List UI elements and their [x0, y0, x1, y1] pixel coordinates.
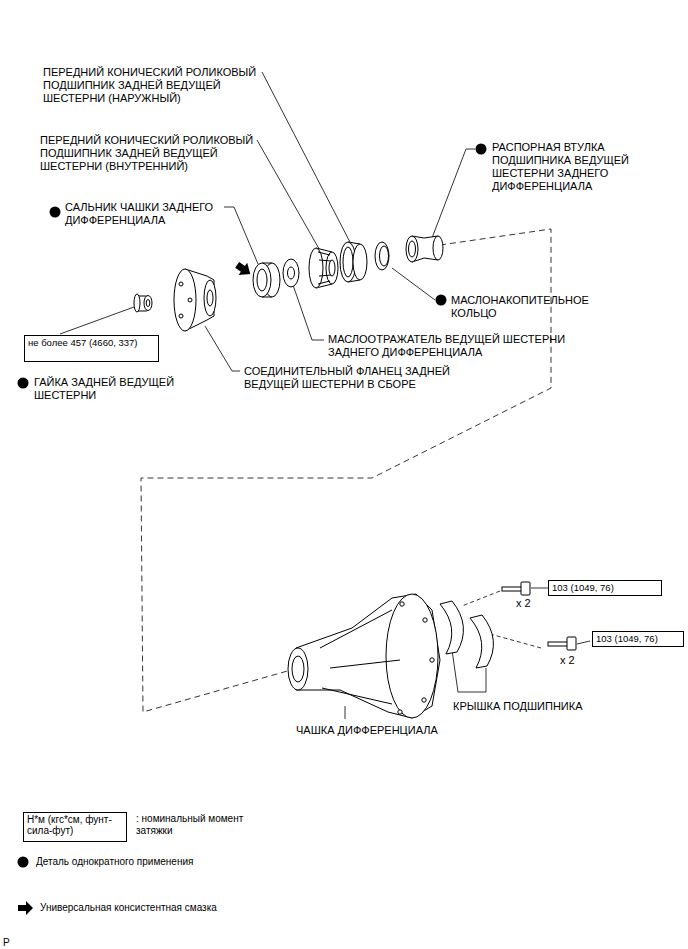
outer-bearing-race — [340, 242, 367, 282]
box-text: не более 457 (4660, 337) — [28, 337, 155, 348]
drawing-part — [18, 378, 29, 389]
drawing-part — [204, 280, 216, 316]
drawing-part — [440, 601, 463, 654]
part-label: РАСПОРНАЯ ВТУЛКА ПОДШИПНИКА ВЕДУЩЕЙ ШЕСТ… — [492, 141, 642, 193]
drawing-part — [309, 248, 323, 288]
drawing-part — [423, 618, 427, 622]
drawing-part — [292, 282, 324, 340]
drawing-part — [380, 246, 389, 266]
drawing-part — [18, 857, 29, 868]
drawing-part — [179, 282, 183, 286]
drawing-part — [283, 259, 299, 287]
quantity-label: x 2 — [560, 654, 590, 667]
drawing-part — [432, 149, 475, 238]
drawing-part — [18, 901, 33, 915]
drawing-part — [326, 252, 338, 284]
drawing-part — [386, 594, 438, 718]
drawing-part — [318, 252, 331, 284]
drawing-part — [253, 263, 271, 297]
drawing-part — [422, 698, 426, 702]
drawing-part — [531, 588, 548, 589]
drawing-part — [433, 236, 443, 260]
drawing-part — [296, 594, 440, 718]
one-time-use-marks — [18, 144, 487, 916]
page-marker: P — [3, 936, 23, 949]
drawing-part — [406, 236, 418, 262]
drawing-part — [329, 260, 335, 276]
drawing-part — [548, 642, 568, 646]
oil-seal — [253, 263, 280, 297]
part-label: МАСЛООТРАЖАТЕЛЬ ВЕДУЩЕЙ ШЕСТЕРНИ ЗАДНЕГО… — [328, 333, 578, 359]
part-label: ЧАШКА ДИФФЕРЕНЦИАЛА — [296, 724, 466, 737]
torque-spec-box: 103 (1049, 76) — [548, 580, 662, 596]
drawing-part — [502, 587, 522, 591]
drawing-part — [476, 144, 487, 155]
drawing-part — [224, 207, 258, 264]
drawing-part — [188, 298, 192, 302]
drawing-part — [521, 582, 530, 595]
quantity-label: x 2 — [516, 597, 546, 610]
torque-spec-box: 103 (1049, 76) — [592, 631, 684, 647]
part-label: КРЫШКА ПОДШИПНИКА — [453, 700, 613, 713]
drawing-part — [398, 710, 402, 714]
drawing-part — [292, 656, 304, 682]
drawing-part — [233, 259, 255, 280]
drawing-part — [134, 294, 140, 312]
legend-text: : номинальный момент затяжки — [136, 813, 246, 837]
drawing-part — [205, 326, 240, 371]
box-text: 103 (1049, 76) — [596, 633, 680, 644]
drawing-part — [257, 269, 267, 291]
drawing-part — [343, 247, 353, 277]
part-label: СОЕДИНИТЕЛЬНЫЙ ФЛАНЕЦ ЗАДНЕЙ ВЕДУЩЕЙ ШЕС… — [244, 365, 484, 391]
drawing-part — [320, 610, 400, 704]
drawing-part — [257, 140, 322, 254]
drawing-part — [146, 300, 150, 307]
part-label: ПЕРЕДНИЙ КОНИЧЕСКИЙ РОЛИКОВЫЙ ПОДШИПНИК … — [40, 134, 265, 173]
drawing-part — [353, 244, 367, 280]
bearing-spacer — [406, 236, 443, 262]
drawing-part — [567, 637, 576, 650]
oil-slinger — [283, 259, 299, 287]
drawing-part — [490, 634, 541, 648]
drawing-part — [262, 72, 352, 246]
part-label: САЛЬНИК ЧАШКИ ЗАДНЕГО ДИФФЕРЕНЦИАЛА — [65, 201, 225, 227]
torque-spec-box: не более 457 (4660, 337) — [24, 335, 159, 362]
drawing-part — [375, 242, 389, 270]
drawing-part — [179, 314, 183, 318]
part-label: МАСЛОНАКОПИТЕЛЬНОЕ КОЛЬЦО — [451, 294, 601, 320]
drawing-part — [470, 615, 493, 668]
drawing-part — [409, 241, 416, 257]
part-label: ПЕРЕДНИЙ КОНИЧЕСКИЙ РОЛИКОВЫЙ ПОДШИПНИК … — [43, 66, 278, 105]
drawing-part — [288, 648, 308, 690]
drawing-part — [462, 591, 500, 606]
pinion-nut — [134, 294, 152, 312]
drawing-part — [288, 267, 295, 279]
grease-arrow — [233, 259, 255, 280]
drawing-part — [577, 641, 590, 644]
drawing-part — [400, 602, 404, 606]
bearing-caps — [440, 601, 493, 668]
drawing-part — [430, 658, 434, 662]
part-label: ГАЙКА ЗАДНЕЙ ВЕДУЩЕЙ ШЕСТЕРНИ — [34, 376, 194, 402]
box-text: 103 (1049, 76) — [552, 582, 658, 593]
drawing-part — [60, 307, 134, 334]
drawing-part — [345, 706, 346, 719]
legend-unit-box: Н*м (кгс*см, фунт-сила-фут) — [23, 812, 127, 842]
drawing-part — [144, 296, 152, 311]
drawing-part — [174, 269, 196, 331]
drawing-part — [50, 207, 61, 218]
inner-bearing — [309, 248, 338, 288]
drawing-part — [392, 268, 435, 300]
drawing-part — [436, 295, 447, 306]
legend-text: Деталь однократного применения — [36, 856, 296, 868]
box-text: Н*м (кгс*см, фунт-сила-фут) — [27, 814, 123, 836]
differential-carrier — [288, 594, 440, 718]
drawing-part — [207, 290, 213, 306]
companion-flange — [174, 269, 216, 331]
legend-text: Универсальная консистентная смазка — [40, 902, 320, 914]
oil-storage-ring — [375, 242, 389, 270]
